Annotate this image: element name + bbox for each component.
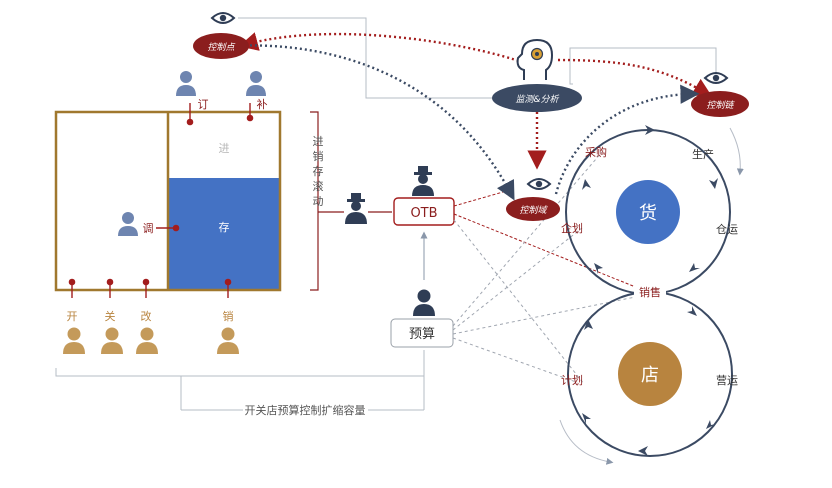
navy-dotted-arrow-up <box>554 84 700 195</box>
control-domain-label: 控制域 <box>519 205 548 216</box>
rolling-char: 滚 <box>313 179 324 193</box>
stock-label: 存 <box>219 220 230 234</box>
rolling-text: 进 销 存 滚 动 <box>313 135 324 208</box>
rolling-char: 动 <box>313 195 324 208</box>
budget-caption: 开关店预算控制扩缩容量 <box>245 403 366 417</box>
person-replenish-icon <box>246 71 266 96</box>
budget-person-icon <box>413 289 435 316</box>
person-close-icon <box>101 327 123 354</box>
person-open-icon <box>63 327 85 354</box>
dotted-arrow-to-control-chain <box>557 58 713 97</box>
manager-left-icon <box>345 193 367 224</box>
eye-icon <box>210 12 236 24</box>
open-label: 开 <box>67 310 78 323</box>
logistics-label: 仓运 <box>716 222 738 236</box>
goods-circle[interactable] <box>616 180 680 244</box>
otb-label: OTB <box>410 206 437 221</box>
connector-lines <box>238 17 744 465</box>
rolling-char: 销 <box>313 149 324 163</box>
budget-box[interactable] <box>390 318 454 348</box>
purchase-label: 采购 <box>585 145 607 159</box>
rolling-char: 存 <box>313 164 324 178</box>
inventory-box <box>54 110 282 292</box>
dotted-arrow-to-control-point <box>238 32 529 66</box>
eye-icon <box>703 72 729 84</box>
close-label: 关 <box>105 309 116 323</box>
replenish-label: 补 <box>257 98 268 111</box>
brain-head-icon <box>516 38 554 80</box>
store-circle[interactable] <box>618 342 682 406</box>
dashed-connections <box>452 151 651 385</box>
plan-bottom-label: 计划 <box>561 374 583 387</box>
monitor-label: 监测&分析 <box>515 94 559 105</box>
production-label: 生产 <box>692 147 714 161</box>
sales-label: 销售 <box>639 285 661 299</box>
bottom-brace <box>55 350 425 411</box>
stem-connectors <box>68 103 254 298</box>
rolling-bracket <box>310 111 319 291</box>
budget-label: 预算 <box>409 327 435 342</box>
person-transfer-icon <box>118 212 138 236</box>
goods-label: 货 <box>639 203 657 224</box>
control-chain-badge[interactable] <box>691 91 749 117</box>
store-label: 店 <box>641 365 659 386</box>
cycle-arrowheads <box>582 125 718 456</box>
person-sales-icon <box>217 327 239 354</box>
sales-stem-label: 销 <box>223 309 234 323</box>
inbound-label: 进 <box>219 142 230 155</box>
operations-label: 营运 <box>716 373 738 387</box>
manager-top-icon <box>412 166 434 196</box>
control-domain-badge[interactable] <box>506 197 560 221</box>
control-point-badge[interactable] <box>193 33 249 59</box>
modify-label: 改 <box>141 309 152 323</box>
stock-fill <box>168 178 280 290</box>
navy-dotted-arrow-down <box>229 44 515 201</box>
person-order-icon <box>176 71 196 96</box>
otb-box[interactable] <box>393 197 455 226</box>
person-modify-icon <box>136 327 158 354</box>
transfer-label: 调 <box>143 222 154 235</box>
control-chain-label: 控制链 <box>706 100 735 111</box>
control-point-label: 控制点 <box>207 42 235 53</box>
plan-top-label: 企划 <box>561 221 583 235</box>
monitor-badge[interactable] <box>492 84 582 112</box>
rolling-char: 进 <box>313 135 324 148</box>
order-label: 订 <box>198 98 209 111</box>
eye-icon <box>526 178 552 190</box>
